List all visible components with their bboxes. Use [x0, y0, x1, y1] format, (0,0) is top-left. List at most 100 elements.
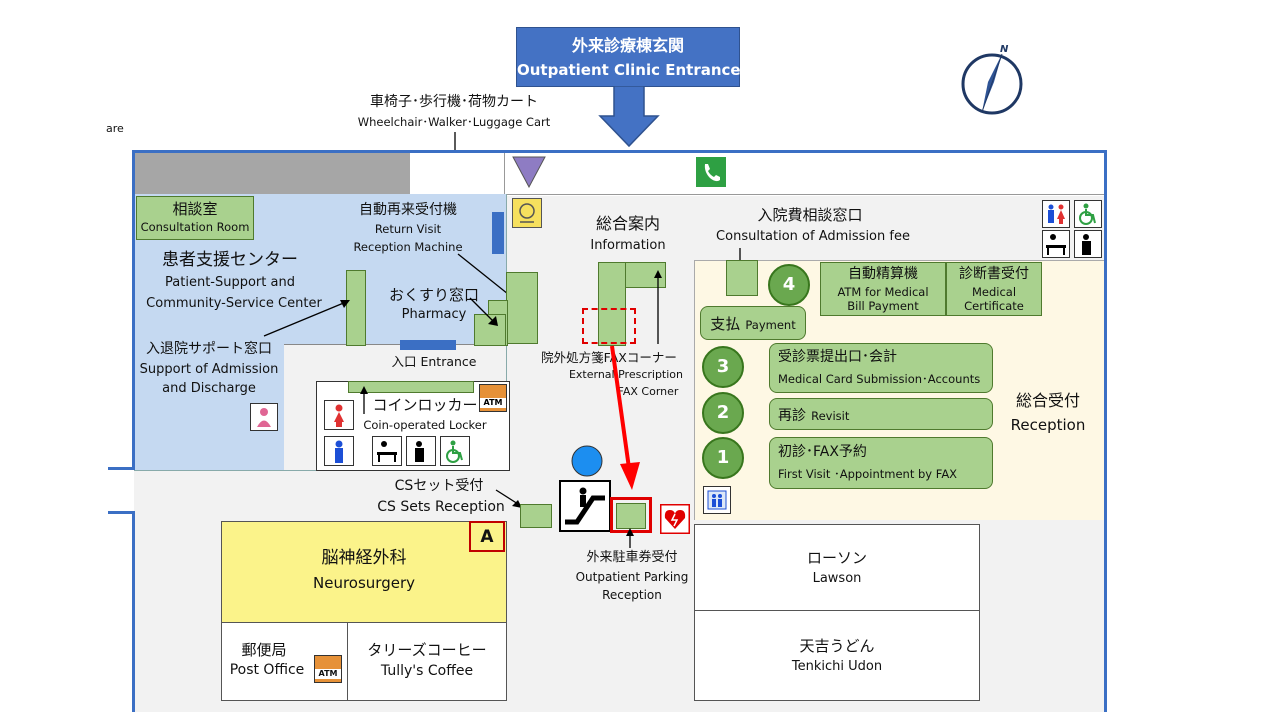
support-pointer [263, 300, 350, 337]
route-arrow [610, 345, 640, 490]
cs-sets-pointer [495, 489, 522, 508]
support-counter[interactable] [346, 270, 366, 346]
tullys-coffee[interactable]: タリーズコーヒー Tully's Coffee [347, 622, 507, 701]
counter-2-en: Revisit [811, 409, 850, 423]
certificate-en2: Certificate [964, 299, 1024, 313]
restroom-icon [1042, 200, 1070, 228]
fax-corner-jp: 院外処方箋FAXコーナー [541, 350, 677, 365]
inner-entrance-label: 入口 Entrance [391, 354, 477, 369]
parking-counter[interactable] [616, 503, 646, 529]
cs-sets-en: CS Sets Reception [377, 499, 505, 515]
payment-jp: 支払 [710, 315, 741, 333]
parking-pointer [626, 528, 634, 548]
information-desk-leg[interactable] [598, 262, 626, 346]
counter-1[interactable]: 初診･FAX予約 First Visit ･Appointment by FAX [769, 437, 993, 489]
return-visit-en2: Reception Machine [353, 240, 463, 254]
counter-2[interactable]: 再診 Revisit [769, 398, 993, 430]
information-pointer [654, 270, 662, 344]
parking-en2: Reception [602, 588, 662, 602]
cs-sets-jp: CSセット受付 [394, 478, 484, 494]
wheelchair-label-jp: 車椅子･歩行機･荷物カート [370, 94, 538, 110]
return-visit-jp: 自動再来受付機 [359, 202, 457, 218]
elevator-icon [703, 486, 731, 514]
counter-1-jp: 初診･FAX予約 [778, 444, 867, 460]
lawson-en: Lawson [812, 571, 862, 586]
counter-2-label: 再診 Revisit [778, 405, 849, 426]
payment-counter[interactable]: 支払 Payment [700, 306, 806, 340]
reception-jp: 総合受付 [1015, 391, 1080, 410]
locker-counter [348, 381, 474, 393]
counter-3-en: Medical Card Submission･Accounts [778, 372, 981, 386]
pharmacy-jp: おくすり窓口 [388, 286, 479, 304]
aed-icon [660, 504, 690, 534]
female-restroom-icon [324, 400, 354, 430]
counter-3-jp: 受診票提出口･会計 [778, 349, 897, 365]
wall-right [1104, 150, 1107, 712]
fax-corner-en1: External Prescription [568, 368, 684, 381]
top-strip-divider [504, 152, 505, 194]
locker-pointer [360, 386, 368, 414]
fax-corner-en2: FAX Corner [617, 385, 679, 398]
atm-payment-machine[interactable]: 自動精算機 ATM for Medical Bill Payment [820, 262, 946, 316]
post-office[interactable]: 郵便局 Post Office ATM [221, 622, 349, 701]
payment-label: 支払 Payment [701, 314, 805, 334]
wheelchair-label-en: Wheelchair･Walker･Luggage Cart [357, 115, 551, 129]
patient-support-en2: Community-Service Center [146, 296, 322, 311]
atm-payment-jp: 自動精算機 [848, 266, 918, 282]
wall-left-upper-stub [108, 467, 135, 470]
escalator-icon [559, 480, 611, 532]
parking-en1: Outpatient Parking [575, 570, 689, 584]
information-jp: 総合案内 [595, 214, 660, 233]
reception-area-top [694, 260, 1104, 261]
post-office-en: Post Office [229, 662, 305, 678]
entrance-sign: 外来診療棟玄関 Outpatient Clinic Entrance [516, 27, 741, 87]
admission-fee-jp: 入院費相談窓口 [757, 206, 863, 224]
neurosurgery-en: Neurosurgery [313, 574, 415, 592]
ostomate-icon [406, 436, 436, 466]
patient-support-jp: 患者支援センター [162, 250, 298, 270]
entrance-door [400, 340, 456, 350]
counter-3[interactable]: 受診票提出口･会計 Medical Card Submission･Accoun… [769, 343, 993, 393]
entrance-sign-en: Outpatient Clinic Entrance [517, 61, 741, 79]
nursing-room-icon [250, 403, 278, 431]
wall-top [132, 150, 1107, 153]
male-restroom-icon [324, 436, 354, 466]
wall-left-lower [132, 511, 135, 712]
entrance-arrow [598, 86, 660, 148]
reception-en: Reception [1010, 416, 1086, 434]
lawson-jp: ローソン [806, 549, 867, 567]
tenkichi-en: Tenkichi Udon [791, 659, 883, 674]
support-inner-corridor-top [284, 344, 506, 345]
wheelchair-station-icon [512, 198, 542, 228]
counter-3-badge: 3 [702, 346, 744, 388]
pharmacy-en: Pharmacy [401, 307, 467, 322]
lawson[interactable]: ローソン Lawson [694, 524, 980, 612]
consultation-room[interactable]: 相談室 Consultation Room [136, 196, 254, 240]
pharmacy-pointer [469, 297, 498, 326]
counter-4-badge: 4 [768, 264, 810, 306]
post-office-atm-icon: ATM [314, 655, 342, 683]
neurosurgery-badge: A [469, 521, 505, 552]
compass-icon: N [961, 44, 1023, 115]
admission-fee-desk[interactable] [726, 260, 758, 296]
tullys-en: Tully's Coffee [380, 663, 474, 679]
neurosurgery-area[interactable]: 脳神経外科 Neurosurgery [221, 521, 507, 624]
atm-payment-en2: Bill Payment [847, 299, 919, 313]
counter-1-en: First Visit ･Appointment by FAX [778, 467, 958, 481]
entrance-sign-jp: 外来診療棟玄関 [571, 36, 684, 55]
certificate-counter[interactable]: 診断書受付 Medical Certificate [946, 262, 1042, 316]
tenkichi-jp: 天吉うどん [799, 637, 875, 655]
admission-support-jp: 入退院サポート窓口 [146, 341, 272, 357]
baby-changing-icon [372, 436, 402, 466]
pharmacy-counter[interactable] [474, 314, 506, 346]
counter-2-jp: 再診 [778, 408, 806, 424]
post-office-atm-label: ATM [315, 669, 341, 679]
counter-2-badge: 2 [702, 392, 744, 434]
cs-sets-counter[interactable] [520, 504, 552, 528]
locker-jp: コインロッカー [372, 396, 478, 414]
phone-icon [696, 157, 726, 187]
tenkichi-udon[interactable]: 天吉うどん Tenkichi Udon [694, 610, 980, 701]
patient-support-en1: Patient-Support and [165, 275, 295, 290]
return-visit-machine[interactable] [506, 272, 538, 344]
counter-1-badge: 1 [702, 437, 744, 479]
